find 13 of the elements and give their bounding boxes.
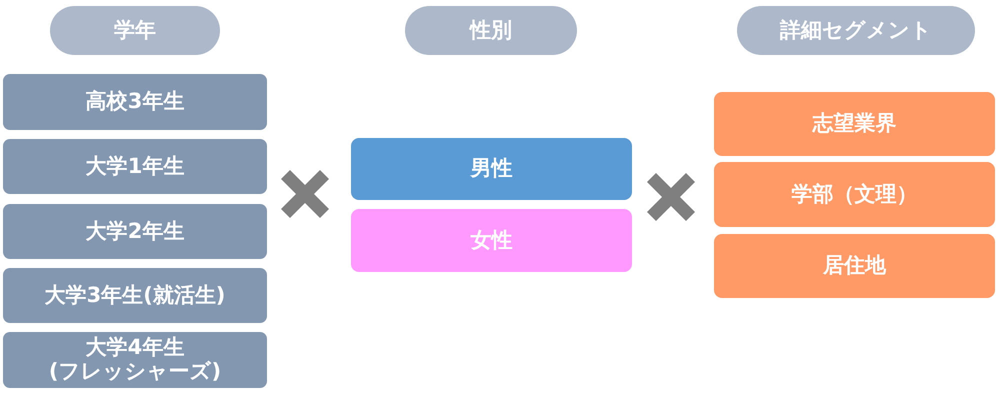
option-box: 大学4年生(フレッシャーズ) <box>3 332 267 388</box>
option-box: 大学2年生 <box>3 204 267 259</box>
option-box: 男性 <box>351 138 632 200</box>
option-box: 志望業界 <box>714 92 995 156</box>
option-box: 学部（文理） <box>714 162 995 227</box>
option-box: 大学1年生 <box>3 139 267 194</box>
option-box: 居住地 <box>714 234 995 298</box>
header-pill: 性別 <box>405 6 577 55</box>
option-box: 高校3年生 <box>3 74 267 130</box>
option-box: 大学3年生(就活生) <box>3 268 267 323</box>
header-pill: 詳細セグメント <box>737 6 975 55</box>
option-box: 女性 <box>351 209 632 272</box>
header-pill: 学年 <box>50 6 220 55</box>
